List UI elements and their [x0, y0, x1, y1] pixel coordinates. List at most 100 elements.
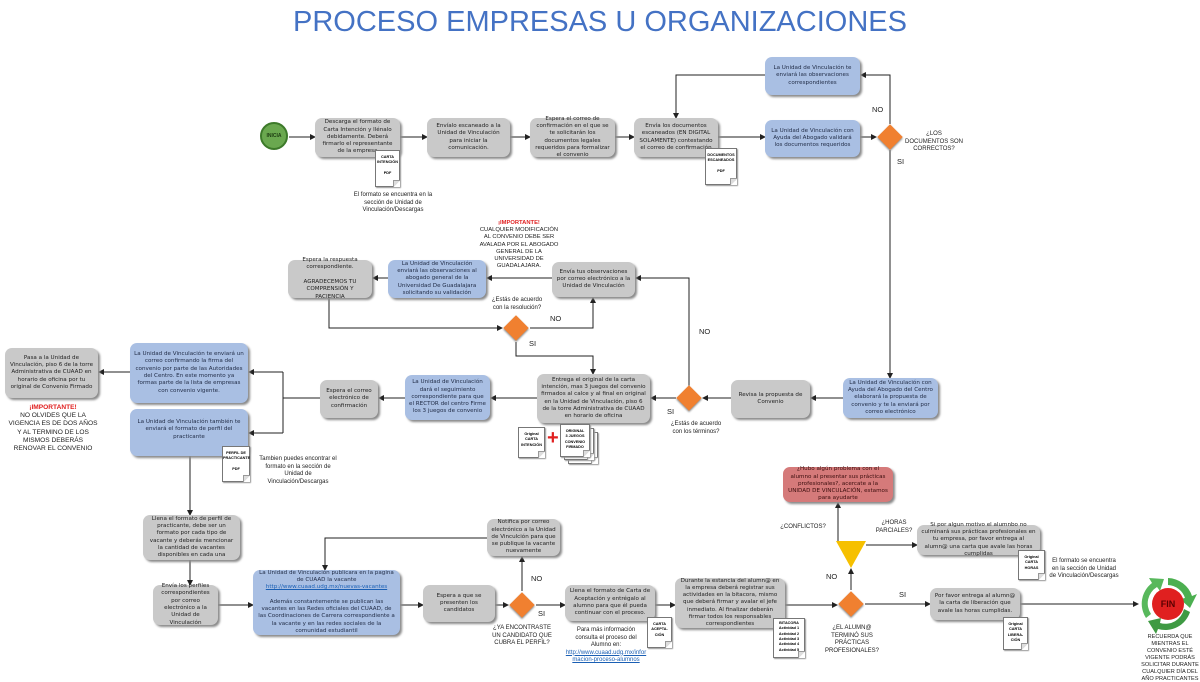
doc-label: PRACTICANTE	[223, 456, 251, 461]
doc-label: Actividad 4	[778, 642, 800, 647]
important-text: NO OLVIDES QUE LA VIGENCIA ES DE DOS AÑO…	[8, 412, 98, 453]
important-title: ¡IMPORTANTE!	[498, 220, 540, 226]
step-deliver-originals: Entrega el original de la carta intenció…	[537, 374, 650, 423]
doc-label: ORIGINAL	[565, 429, 585, 433]
label-si: SI	[529, 339, 537, 348]
page-title: PROCESO EMPRESAS U ORGANIZACIONES	[293, 6, 907, 38]
decision-triangle-yellow	[836, 541, 866, 568]
doc-label: CARTA	[1024, 560, 1038, 565]
doc-label: Actividad 5	[778, 647, 800, 652]
connector	[515, 342, 596, 375]
label-si: SI	[897, 157, 905, 166]
important-note-validity: ¡IMPORTANTE!NO OLVIDES QUE LA VIGENCIA E…	[8, 404, 98, 453]
student-info-note: Para más información consulta el proceso…	[565, 627, 647, 665]
doc-label: BITACORA	[779, 621, 799, 625]
step-profile-format: La Unidad de Vinculación también te envi…	[130, 409, 248, 456]
doc-label: FIRMADO	[566, 444, 584, 449]
step-notify-republish: Notifica por correo electrónico a la Uni…	[487, 519, 560, 556]
step-send-scanned: Envíalo escaneado a la Unidad de Vincula…	[427, 118, 510, 157]
doc-label: Actividad 3	[778, 636, 800, 641]
step-rector-signature: La Unidad de Vinculación dará el seguimi…	[405, 375, 490, 420]
step-wait-response: Espera la respuesta correspondiente. AGRA…	[288, 257, 372, 300]
label-no: NO	[550, 314, 562, 323]
doc-label: CONVENIO	[564, 439, 586, 444]
step-fill-profile: Llena el formato de perfil de practicant…	[143, 515, 240, 560]
doc-label: ACEPTA-	[651, 627, 668, 632]
step-wait-candidates: Espera a que se presenten los candidatos	[423, 585, 495, 622]
connector	[635, 275, 690, 386]
step-release-letter: Por favor entrega al alumn@ la carta de …	[930, 588, 1020, 620]
step-send-observations: Envía tus observaciones por correo elect…	[552, 262, 635, 297]
student-process-link[interactable]: http://www.cuaad.udg.mx/informacion-proc…	[565, 649, 647, 664]
step-send-to-lawyer: La Unidad de Vinculación enviará las obs…	[388, 260, 486, 298]
connector	[328, 298, 503, 331]
step-internship-logbook: Durante la estancia del alumn@ en la emp…	[675, 578, 785, 628]
connector	[530, 297, 596, 329]
hours-format-note: El formato se encuentra en la sección de…	[1049, 558, 1119, 579]
doc-label: ESCANEADOS	[707, 158, 735, 163]
step-observations: La Unidad de Vinculación te enviará las …	[765, 57, 860, 95]
important-title: ¡IMPORTANTE!	[29, 404, 77, 411]
label-conflicts: ¿CONFLICTOS?	[780, 524, 826, 530]
step-validate-documents: La Unidad de Vinculación con Ayuda del A…	[765, 120, 860, 157]
label-si: SI	[538, 609, 546, 618]
doc-label: CIÓN	[654, 632, 665, 637]
plus-icon: +	[547, 427, 559, 449]
label-si: SI	[899, 590, 907, 599]
recycle-arrows-icon	[1141, 578, 1197, 634]
label-no: NO	[826, 572, 838, 581]
doc-label: PDF	[232, 466, 240, 471]
doc-label: Actividad 1	[778, 626, 800, 631]
important-note-modification: ¡IMPORTANTE!CUALQUIER MODIFICACIÓN AL CO…	[478, 220, 560, 271]
doc-label: Original	[524, 432, 539, 436]
doc-label: CARTA	[1008, 627, 1022, 632]
text: La Unidad de Vinculación publicara en la…	[259, 569, 394, 584]
doc-label: LIBERA-	[1007, 632, 1024, 637]
important-text: CUALQUIER MODIFICACIÓN AL CONVENIO DEBE …	[479, 227, 559, 270]
step-review-proposal: Revisa la propuesta de Convenio	[731, 380, 810, 418]
doc-label: 3 JUEGOS	[565, 434, 585, 439]
doc-label: PERFIL DE	[226, 451, 246, 455]
step-contact-problem: ¿Hubo algún problema con el alumno al pr…	[783, 466, 893, 502]
doc-label: CARTA	[380, 155, 394, 159]
label-partial-hours: ¿HORAS PARCIALES?	[875, 520, 913, 534]
step-wait-confirmation: Espera el correo de confirmación en el q…	[530, 116, 615, 158]
step-confirm-signature: La Unidad de Vinculación te enviará un c…	[130, 343, 248, 403]
question-internship-finished: ¿EL ALUMN@ TERMINÓ SUS PRÁCTICAS PROFESI…	[824, 625, 880, 654]
doc-label: PDF	[717, 168, 725, 173]
question-documents-correct: ¿LOS DOCUMENTOS SON CORRECTOS?	[905, 131, 963, 152]
doc-label: CARTA	[652, 622, 666, 626]
step-wait-email: Espera el correo electrónico de confirma…	[320, 380, 378, 418]
label-no: NO	[699, 327, 711, 336]
step-pick-up-agreement: Pasa a la Unidad de Vinculación, piso 6 …	[5, 348, 98, 398]
doc-label: Actividad 2	[778, 631, 800, 636]
connector	[860, 72, 891, 124]
question-agree-resolution: ¿Estás de acuerdo con la resolución?	[491, 297, 543, 311]
doc-label: PDF	[383, 170, 392, 175]
vacancies-link[interactable]: http://www.cuaad.udg.mx/nuevas-vacantes	[265, 584, 388, 591]
download-note: El formato se encuentra en la sección de…	[353, 192, 433, 213]
start-node: INICIA	[260, 122, 288, 150]
step-send-profiles: Envía los perfiles correspondientes por …	[153, 583, 218, 626]
question-agree-terms: ¿Estás de acuerdo con los términos?	[670, 421, 722, 435]
text: Espera la respuesta correspondiente.	[302, 257, 358, 271]
doc-label: INTENCIÓN	[521, 442, 542, 447]
step-publish-vacancy: La Unidad de Vinculación publicara en la…	[253, 570, 400, 635]
label-no: NO	[872, 105, 884, 114]
label-si: SI	[667, 407, 675, 416]
doc-label: CIÓN	[1010, 637, 1021, 642]
text: AGRADECEMOS TU COMPRENSIÓN Y PACIENCIA	[303, 279, 357, 300]
doc-label: DOCUMENTOS	[707, 153, 735, 157]
doc-label: Original	[1024, 555, 1039, 559]
question-candidate-found: ¿YA ENCONTRASTE UN CANDIDATO QUE CUBRA E…	[492, 625, 552, 646]
